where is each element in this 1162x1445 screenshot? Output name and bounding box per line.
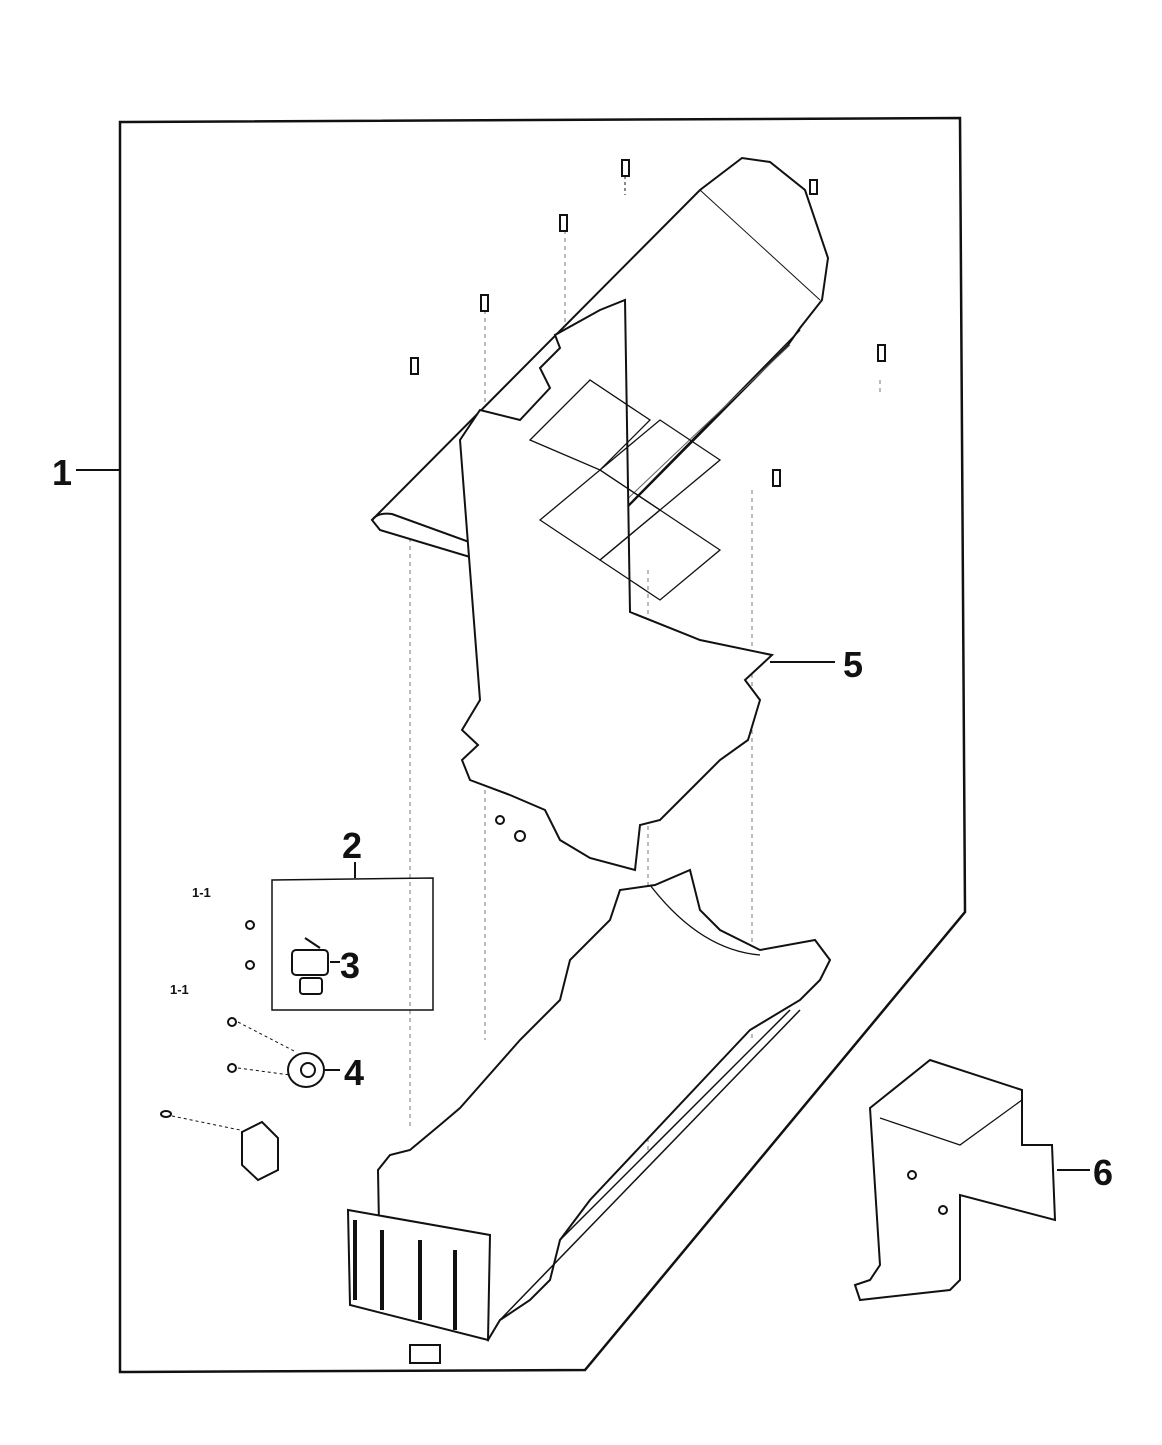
callout-1-1-top: 1-1 xyxy=(192,885,211,900)
callout-3: 3 xyxy=(340,945,360,986)
callout-5: 5 xyxy=(843,644,863,685)
callout-1: 1 xyxy=(52,452,72,493)
lower-housing-tray xyxy=(346,868,832,1364)
heater-plate-part-5 xyxy=(458,298,775,872)
callout-6: 6 xyxy=(1093,1152,1113,1193)
part-2-subassembly-box xyxy=(271,877,434,1011)
thermostat-part-3 xyxy=(245,920,329,995)
thermal-fuse-part-4 xyxy=(227,1017,325,1088)
screw-set xyxy=(410,159,886,487)
screw-icon xyxy=(772,469,781,487)
screw-icon xyxy=(559,214,568,232)
sensor-block xyxy=(160,1110,279,1182)
callout-4: 4 xyxy=(344,1052,364,1093)
callout-2: 2 xyxy=(342,825,362,866)
leader-lines xyxy=(76,469,1090,1171)
screw-icon xyxy=(809,179,818,195)
bracket-part-6 xyxy=(853,1058,1057,1302)
screw-icon xyxy=(480,294,489,312)
screw-icon xyxy=(621,159,630,195)
assembly-boundary xyxy=(118,116,967,1374)
screw-icon xyxy=(410,357,419,375)
screw-icon xyxy=(877,344,886,362)
callout-1-1-bottom: 1-1 xyxy=(170,982,189,997)
